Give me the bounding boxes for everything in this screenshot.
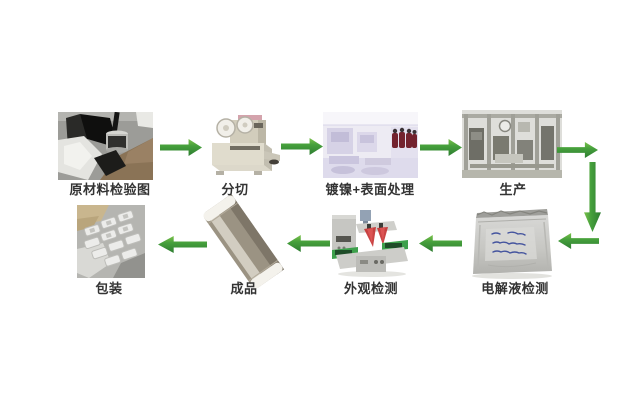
finished-cell-art — [203, 193, 285, 289]
appearance-machine-art — [332, 210, 408, 277]
photo-production-machine — [462, 110, 562, 178]
photo-slitting-machine — [202, 113, 282, 178]
packaging-photo-art — [77, 205, 145, 278]
raw-material-photo-art — [58, 112, 153, 180]
flow-arrow-down — [584, 162, 601, 232]
flow-arrow-left-2 — [419, 235, 462, 252]
photo-raw-material-inspection — [58, 112, 153, 180]
step-label-slitting: 分切 — [221, 182, 249, 197]
flow-arrow-right-2 — [281, 138, 323, 155]
photo-plating-surface-treatment — [323, 112, 418, 178]
step-label-plating: 镀镍+表面处理 — [325, 182, 415, 197]
photo-electrolyte-test-pouch — [468, 205, 556, 280]
flow-arrow-left-1 — [558, 233, 599, 249]
photo-packaging — [77, 205, 145, 278]
production-photo-art — [462, 110, 562, 178]
step-label-production: 生产 — [499, 182, 527, 197]
step-label-electrolyte: 电解液检测 — [481, 281, 549, 296]
flow-arrow-right-1 — [160, 139, 202, 156]
flow-arrow-right-4 — [557, 142, 598, 158]
flow-arrow-right-3 — [420, 139, 462, 156]
electrolyte-pouch-art — [472, 209, 552, 279]
step-label-raw-material: 原材料检验图 — [69, 182, 151, 197]
slitting-machine-art — [212, 115, 280, 175]
step-label-appearance: 外观检测 — [343, 281, 399, 296]
photo-appearance-inspection-machine — [330, 209, 410, 278]
step-label-packaging: 包装 — [95, 281, 123, 296]
flow-arrow-left-3 — [287, 235, 330, 252]
step-label-finished: 成品 — [230, 281, 258, 296]
plating-photo-art — [323, 112, 418, 178]
photo-finished-cell — [198, 193, 288, 289]
